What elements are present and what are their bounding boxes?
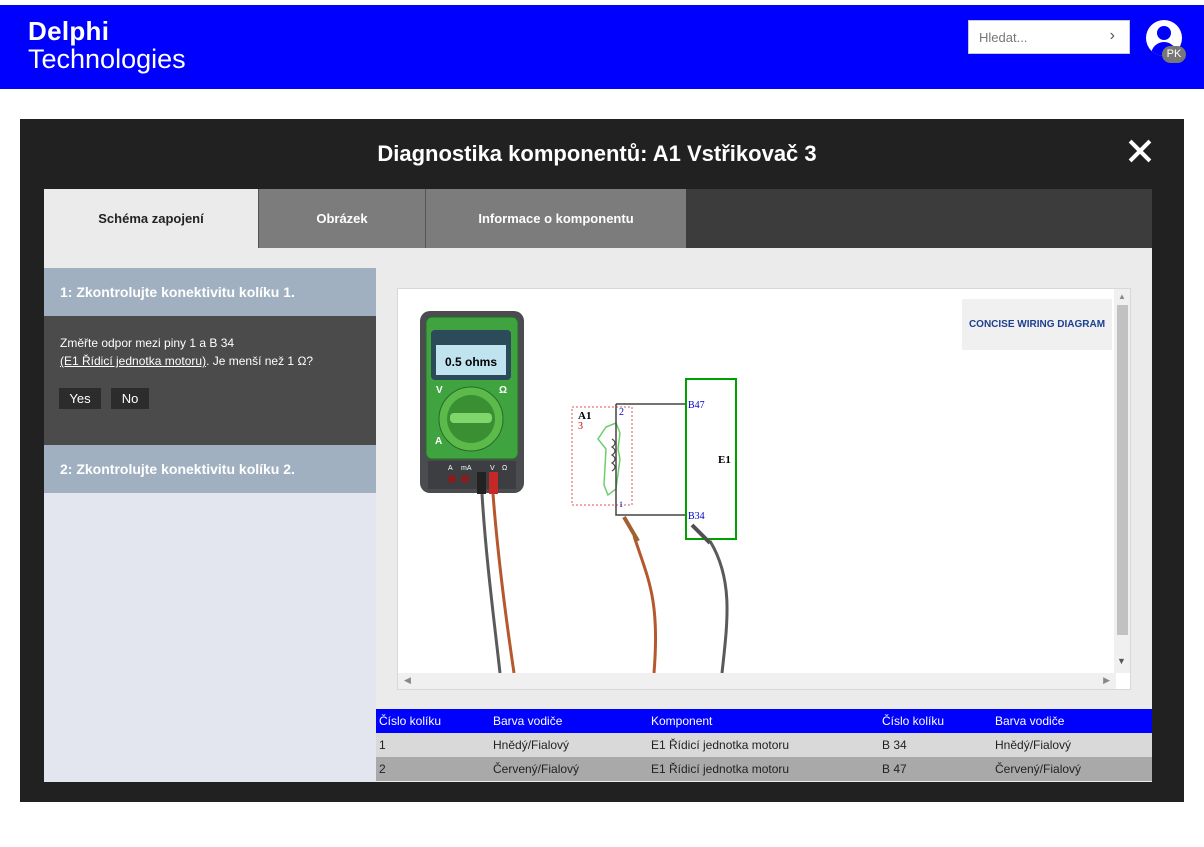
search-go-icon[interactable]: › <box>1109 27 1115 44</box>
table-cell: B 34 <box>879 733 992 757</box>
table-cell: 2 <box>376 757 490 781</box>
component-e1: B47 B34 E1 <box>685 378 737 540</box>
col-wire-color-2: Barva vodiče <box>992 709 1152 733</box>
pin-b47-label: B47 <box>688 400 705 411</box>
scroll-right-icon[interactable]: ▶ <box>1103 675 1110 685</box>
scroll-up-icon[interactable]: ▲ <box>1118 292 1126 301</box>
component-diagnostics-modal: Diagnostika komponentů: A1 Vstřikovač 3 … <box>20 119 1184 802</box>
diagnostic-steps-panel: 1: Zkontrolujte konektivitu kolíku 1. Zm… <box>44 268 376 782</box>
jack-label-a: A <box>448 465 453 472</box>
tab-content: 1: Zkontrolujte konektivitu kolíku 1. Zm… <box>44 248 1152 782</box>
step-2-header[interactable]: 2: Zkontrolujte konektivitu kolíku 2. <box>44 445 376 493</box>
red-probe-tip <box>622 515 640 543</box>
table-cell: Hnědý/Fialový <box>490 733 648 757</box>
col-wire-color: Barva vodiče <box>490 709 648 733</box>
step-1-header[interactable]: 1: Zkontrolujte konektivitu kolíku 1. <box>44 268 376 316</box>
modal-title: Diagnostika komponentů: A1 Vstřikovač 3 <box>377 141 817 166</box>
ecu-link[interactable]: (E1 Řídicí jednotka motoru) <box>60 354 207 368</box>
jack-label-v: V <box>490 465 495 472</box>
close-icon[interactable] <box>1128 139 1152 163</box>
meter-reading: 0.5 ohms <box>445 355 497 369</box>
tab-component-info[interactable]: Informace o komponentu <box>425 189 686 248</box>
concise-wiring-diagram-button[interactable]: CONCISE WIRING DIAGRAM <box>962 299 1112 350</box>
brown-probe-wire <box>632 535 658 673</box>
table-cell: 1 <box>376 733 490 757</box>
col-pin-number-2: Číslo kolíku <box>879 709 992 733</box>
table-cell: E1 Řídicí jednotka motoru <box>648 757 879 781</box>
avatar-initials-badge: PK <box>1162 46 1186 63</box>
black-probe-tip <box>690 523 712 545</box>
table-cell: E1 Řídicí jednotka motoru <box>648 733 879 757</box>
logo-line1: Delphi <box>28 16 110 46</box>
pin-table-header: Číslo kolíku Barva vodiče Komponent Čísl… <box>376 709 1152 733</box>
no-button[interactable]: No <box>111 388 149 409</box>
scroll-down-icon[interactable]: ▼ <box>1117 656 1126 666</box>
col-component: Komponent <box>648 709 879 733</box>
multimeter: 0.5 ohms V Ω A A mA V Ω <box>420 311 524 494</box>
search-input[interactable] <box>979 28 1099 46</box>
step-1-question: Změřte odpor mezi piny 1 a B 34 (E1 Řídi… <box>60 334 360 370</box>
table-row: 2 Červený/Fialový E1 Řídicí jednotka mot… <box>376 757 1152 781</box>
table-cell: Červený/Fialový <box>992 757 1152 781</box>
a1-number: 3 <box>578 421 583 432</box>
col-pin-number: Číslo kolíku <box>376 709 490 733</box>
meter-label-ohm: Ω <box>499 385 507 396</box>
vertical-scrollbar[interactable]: ▲ ▼ <box>1114 289 1130 673</box>
component-a1: A1 3 2 1 <box>571 406 633 509</box>
pin-b34-label: B34 <box>688 511 705 522</box>
wiring-diagram-viewer[interactable]: 0.5 ohms V Ω A A mA V Ω <box>397 288 1131 690</box>
question-rest: . Je menší než 1 Ω? <box>206 354 314 368</box>
tab-wiring-schema[interactable]: Schéma zapojení <box>44 189 258 248</box>
black-lead-wire <box>480 493 502 673</box>
jack-label-ohm: Ω <box>502 465 507 472</box>
jack-label-ma: mA <box>461 465 472 472</box>
delphi-logo[interactable]: Delphi Technologies <box>28 17 186 73</box>
horizontal-scrollbar[interactable]: ◀ ▶ <box>398 673 1116 689</box>
top-header: Delphi Technologies › PK <box>0 5 1204 89</box>
a1-label: A1 <box>578 410 591 422</box>
table-cell: Červený/Fialový <box>490 757 648 781</box>
question-line1: Změřte odpor mezi piny 1 a B 34 <box>60 336 235 350</box>
grey-probe-wire <box>708 540 729 673</box>
table-cell: Hnědý/Fialový <box>992 733 1152 757</box>
tab-image[interactable]: Obrázek <box>258 189 425 248</box>
wiring-diagram-svg: 0.5 ohms V Ω A A mA V Ω <box>420 311 737 673</box>
a1-pin-2: 2 <box>619 407 624 418</box>
a1-pin-1: 1 <box>619 500 623 509</box>
red-lead-wire <box>491 493 516 673</box>
search-box: › <box>968 20 1130 54</box>
yes-button[interactable]: Yes <box>59 388 101 409</box>
meter-label-v: V <box>436 385 443 396</box>
meter-label-a: A <box>435 436 442 447</box>
tab-bar: Schéma zapojení Obrázek Informace o komp… <box>44 189 1152 248</box>
table-row: 1 Hnědý/Fialový E1 Řídicí jednotka motor… <box>376 733 1152 757</box>
step-1-body: Změřte odpor mezi piny 1 a B 34 (E1 Řídi… <box>44 316 376 445</box>
e1-label: E1 <box>718 454 731 466</box>
table-cell: B 47 <box>879 757 992 781</box>
logo-line2: Technologies <box>28 44 186 74</box>
pin-table: Číslo kolíku Barva vodiče Komponent Čísl… <box>376 709 1152 781</box>
scroll-left-icon[interactable]: ◀ <box>404 675 411 685</box>
